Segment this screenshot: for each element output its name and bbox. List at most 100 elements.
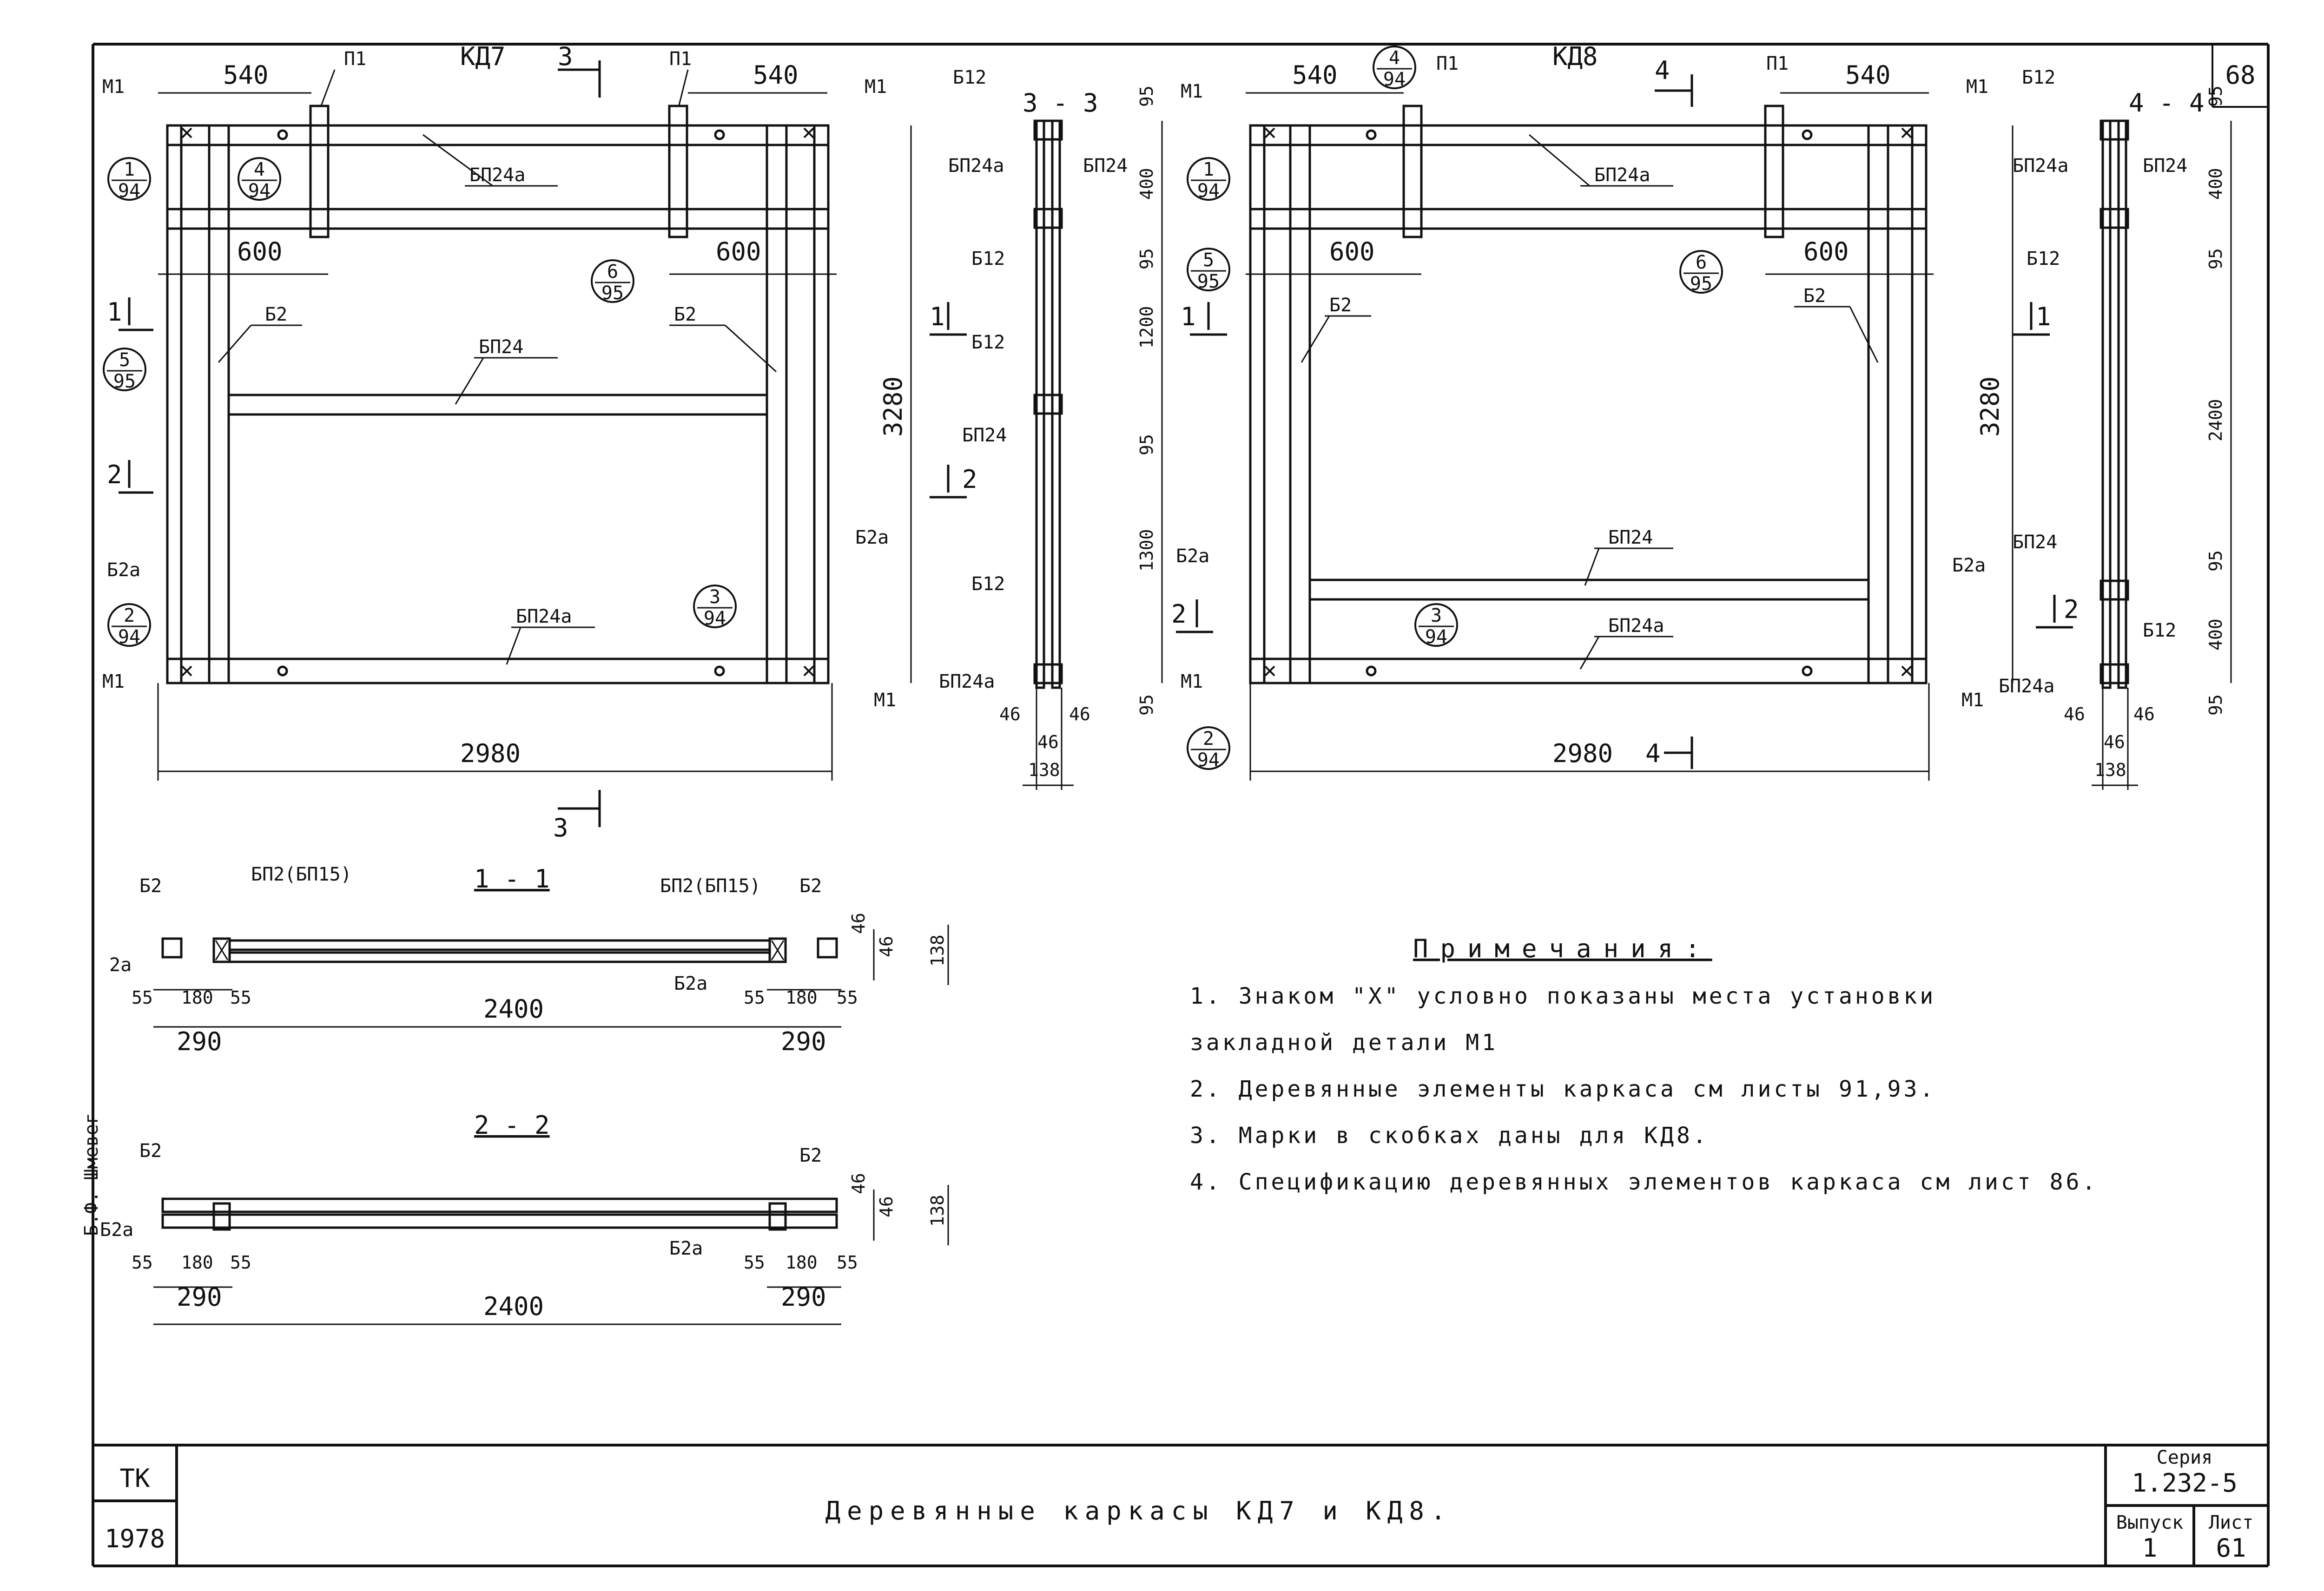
s44-dim-4: 95 [2205, 550, 2226, 572]
s22-label-b2-right: Б2 [799, 1145, 822, 1166]
callout-sheet: 94 [248, 180, 271, 202]
kd8-label-p1-left: П1 [1436, 53, 1459, 74]
callout-num: 6 [1696, 252, 1707, 273]
kd7-label-m1-tr: М1 [865, 76, 887, 98]
kd8-label-m1-br: М1 [1961, 690, 1984, 711]
kd7-label-m1-tl: М1 [102, 76, 125, 98]
s33-bottom-138: 138 [1028, 760, 1060, 780]
title-block-sheet: 61 [2216, 1533, 2246, 1563]
kd7-label-m1-bl: М1 [102, 671, 125, 692]
kd7-section-mark-2: 2 [107, 460, 122, 489]
s44-dim-6: 95 [2205, 694, 2226, 716]
title-block-series: 1.232-5 [2132, 1468, 2238, 1498]
kd7-callout-2-94: 2 94 [107, 603, 151, 648]
note-4: 4. Спецификацию деревянных элементов кар… [1190, 1169, 2098, 1195]
s33-bottom-46-left: 46 [999, 704, 1021, 724]
s33-label-bp24a-bottom: БП24а [939, 671, 995, 692]
kd8-label-m1-bl: М1 [1181, 671, 1203, 692]
s11-label-b2-right: Б2 [799, 875, 822, 897]
kd7-dim-540-left: 540 [223, 60, 269, 90]
corner-sheet-number: 68 [2225, 60, 2255, 90]
kd8-callout-1-94: 1 94 [1187, 157, 1230, 202]
callout-num: 1 [124, 159, 135, 180]
kd7-label-b2-left: Б2 [265, 304, 287, 325]
kd7-label-bp24: БП24 [479, 336, 523, 358]
s33-label-b12-mid: Б12 [971, 248, 1005, 270]
s22-dim-180-left: 180 [181, 1252, 213, 1273]
kd7-leaders [218, 69, 777, 665]
s33-label-bp24-top: БП24 [1083, 155, 1128, 177]
s33-dim-1: 400 [1136, 168, 1157, 200]
kd8-leaders [1301, 134, 1879, 670]
section-2-2-dims [153, 1185, 949, 1325]
title-block-sheet-label: Лист [2209, 1512, 2253, 1533]
s11-label-bp2-left: БП2(БП15) [251, 864, 352, 885]
callout-num: 5 [119, 349, 130, 371]
callout-sheet: 94 [704, 608, 726, 629]
kd8-label-bp24a-top: БП24а [1594, 164, 1650, 186]
frame-kd8 [1249, 105, 1928, 684]
s44-dim-5: 400 [2205, 618, 2226, 651]
s44-label-bp24: БП24 [2013, 532, 2057, 553]
kd8-callout-6-95: 6 95 [1679, 250, 1723, 295]
s11-dim-55-left: 55 [132, 987, 153, 1008]
title-block-series-label: Серия [2157, 1447, 2212, 1468]
notes-heading: Примечания: [1413, 934, 1712, 963]
section-2-2-title: 2 - 2 [474, 1111, 550, 1140]
kd8-dimensions [1246, 92, 2014, 781]
frame-kd7 [166, 105, 830, 684]
s22-label-b2a-bottom: Б2а [669, 1238, 703, 1259]
callout-sheet: 95 [601, 283, 624, 304]
kd8-m1-marks [1264, 127, 1912, 677]
s11-dim-290-left: 290 [177, 1027, 222, 1056]
s22-dim-180-right: 180 [786, 1252, 818, 1273]
s22-dim-55-right: 55 [744, 1252, 765, 1273]
s44-dim-1: 400 [2205, 168, 2226, 200]
title-block-issue: 1 [2142, 1533, 2158, 1563]
s33-section-mark-1: 1 [930, 302, 945, 331]
s11-label-b2-left: Б2 [139, 875, 162, 897]
kd7-dimensions [157, 92, 912, 781]
s33-label-bp24: БП24 [962, 425, 1007, 446]
section-4-4 [2100, 119, 2129, 689]
s44-bottom-46-mid: 46 [2104, 732, 2125, 752]
s44-bottom-46-right: 46 [2133, 704, 2155, 724]
kd8-callout-4-94: 4 94 [1373, 46, 1416, 90]
section-3-3-title: 3 - 3 [1023, 88, 1098, 118]
s11-dim-55-left2: 55 [230, 987, 251, 1008]
kd7-callout-3-94: 3 94 [693, 585, 737, 629]
s11-dim-2400: 2400 [483, 994, 544, 1024]
kd8-section-mark-1: 1 [1181, 302, 1196, 331]
s11-dim-46-a: 46 [848, 913, 869, 934]
kd8-label-m1-tl: М1 [1181, 81, 1203, 102]
s33-section-marks [930, 302, 967, 499]
kd7-label-p1-right: П1 [669, 48, 692, 70]
sheet-border [92, 43, 2270, 1567]
title-block-issue-label: Выпуск [2116, 1512, 2184, 1533]
kd7-section-mark-1: 1 [107, 297, 122, 327]
callout-num: 4 [1389, 47, 1400, 69]
s11-label-bp2-right: БП2(БП15) [660, 875, 761, 897]
s33-label-bp24a-top: БП24а [948, 155, 1004, 177]
kd7-dim-height: 3280 [878, 376, 908, 437]
callout-sheet: 94 [1197, 180, 1220, 202]
s22-label-b2-left: Б2 [139, 1140, 162, 1162]
kd7-title: КД7 [460, 42, 506, 71]
kd7-m1-marks [181, 127, 814, 677]
section-3-3-dims [1023, 121, 1163, 790]
s44-dim-2: 95 [2205, 248, 2226, 270]
kd7-callout-5-95: 5 95 [103, 348, 146, 392]
kd8-label-bp24a-bottom: БП24а [1608, 615, 1664, 637]
s22-dim-55-right2: 55 [837, 1252, 858, 1273]
s44-label-bp24a-bottom: БП24а [1999, 676, 2054, 697]
s44-label-b12-top: Б12 [2022, 67, 2055, 88]
s33-label-b12-mid2: Б12 [971, 332, 1005, 353]
section-1-1-title: 1 - 1 [474, 864, 550, 894]
s44-label-b12-low: Б12 [2143, 620, 2176, 641]
s44-label-bp24a-top: БП24а [2013, 155, 2068, 177]
s33-dim-3: 1200 [1136, 306, 1157, 348]
kd7-dim-540-right: 540 [753, 60, 799, 90]
notes: Примечания: 1. Знаком "Х" условно показа… [1190, 934, 2098, 1195]
kd8-callout-5-95: 5 95 [1187, 248, 1230, 292]
s11-label-b2a-bottom: Б2а [674, 973, 707, 994]
